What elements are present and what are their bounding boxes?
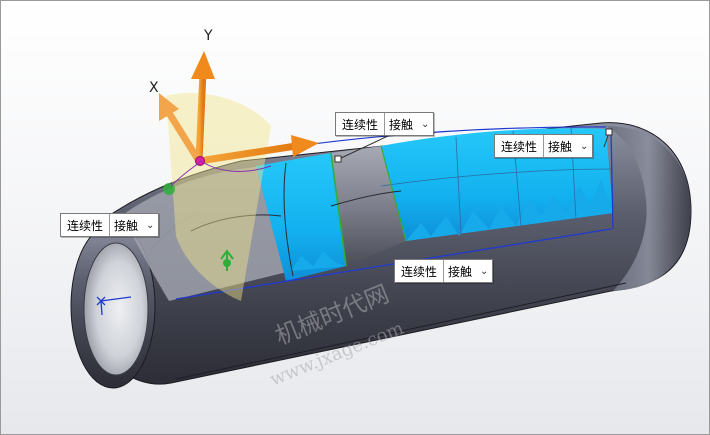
- continuity-callout-4[interactable]: 连续性 接触 ⌄: [394, 259, 494, 283]
- coordinate-triad[interactable]: [159, 51, 319, 166]
- continuity-dropdown[interactable]: 接触 ⌄: [548, 139, 589, 154]
- continuity-dropdown[interactable]: 接触 ⌄: [448, 264, 489, 279]
- callout-label: 连续性: [495, 135, 545, 157]
- constraint-markers: [163, 160, 272, 271]
- leader-handle[interactable]: [605, 128, 613, 136]
- edge-lines: [190, 162, 402, 277]
- x-axis-label: X: [149, 80, 159, 96]
- continuity-dropdown[interactable]: 接触 ⌄: [389, 117, 430, 132]
- continuity-dropdown[interactable]: 接触 ⌄: [114, 218, 155, 233]
- origin-axis-indicator: [96, 296, 132, 316]
- chevron-down-icon: ⌄: [480, 265, 489, 277]
- y-axis-label: Y: [204, 28, 213, 44]
- chevron-down-icon: ⌄: [421, 118, 430, 130]
- continuity-callout-1[interactable]: 连续性 接触 ⌄: [335, 112, 435, 136]
- leader-handle[interactable]: [334, 155, 342, 163]
- callout-label: 连续性: [61, 214, 111, 236]
- chevron-down-icon: ⌄: [580, 140, 589, 152]
- continuity-callout-3[interactable]: 连续性 接触 ⌄: [60, 213, 160, 237]
- chevron-down-icon: ⌄: [146, 219, 155, 231]
- callout-label: 连续性: [336, 113, 386, 135]
- callout-label: 连续性: [395, 260, 445, 282]
- continuity-callout-2[interactable]: 连续性 接触 ⌄: [494, 134, 594, 158]
- shoulder-surface[interactable]: [121, 164, 291, 301]
